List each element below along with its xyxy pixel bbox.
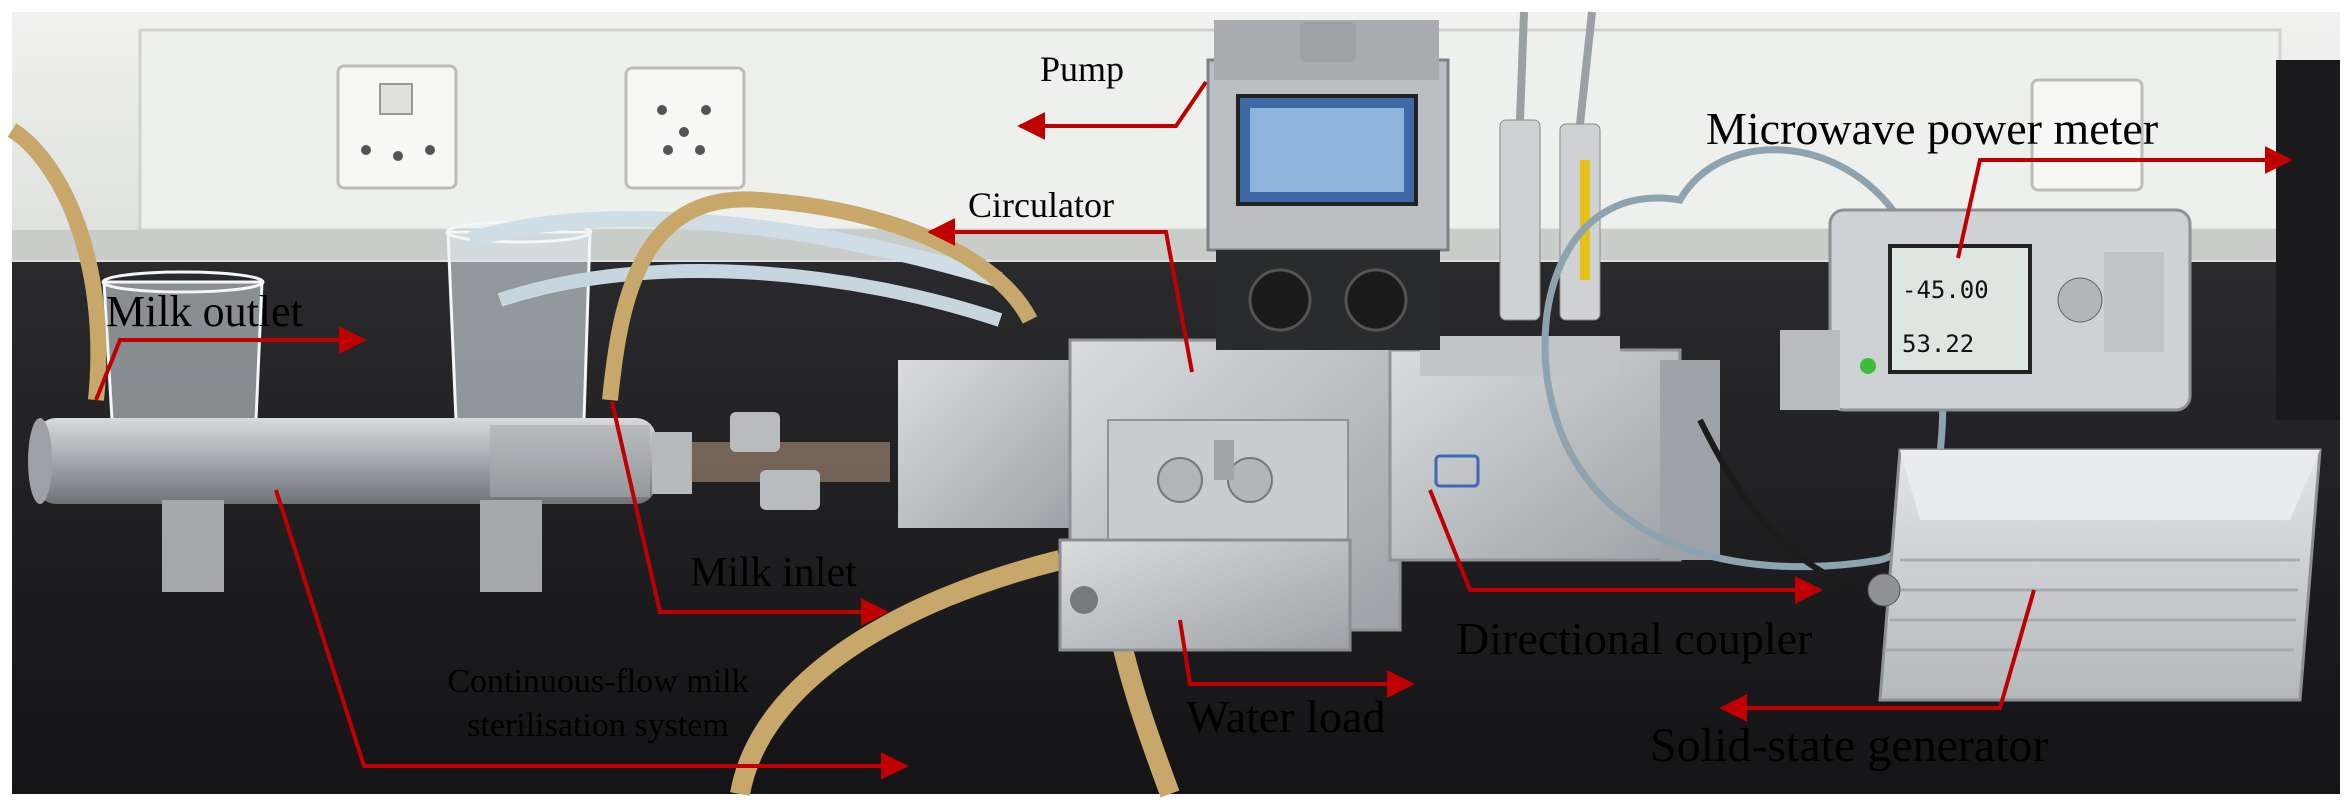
coax-cable xyxy=(1541,146,1947,571)
arrow-milk-inlet xyxy=(610,401,889,626)
laptop xyxy=(2276,60,2340,420)
label-water-load: Water load xyxy=(1186,691,1386,742)
peristaltic-pump xyxy=(1206,20,1450,350)
water-load xyxy=(1058,538,1352,652)
tube-stand-left xyxy=(162,500,224,592)
directional-coupler xyxy=(1388,336,1720,562)
silicone-tube-1 xyxy=(467,211,1003,288)
tube-stand-right xyxy=(480,500,542,592)
label-sterilisation-system: Continuous-flow milk sterilisation syste… xyxy=(408,660,788,748)
label-solid-state-generator: Solid-state generator xyxy=(1650,719,2049,772)
label-milk-inlet: Milk inlet xyxy=(690,550,857,596)
milk-outlet-tube xyxy=(7,123,107,401)
label-sterilisation-line1: Continuous-flow milk xyxy=(447,663,749,700)
label-pump: Pump xyxy=(1040,49,1125,89)
wall-socket-1 xyxy=(336,64,458,190)
arrow-pump xyxy=(1017,80,1208,140)
sterilisation-tube xyxy=(28,418,656,504)
power-sensor-1 xyxy=(1499,119,1541,321)
coax-connector-1 xyxy=(730,412,780,452)
beaker-right xyxy=(445,220,593,422)
meter-reading-bottom: 53.22 xyxy=(1902,330,1974,358)
arrow-water-load xyxy=(1178,619,1415,698)
meter-reading-top: -45.00 xyxy=(1902,276,1989,304)
milk-inlet-tube xyxy=(602,191,1038,401)
arrow-power-meter xyxy=(1956,146,2293,259)
arrow-milk-outlet xyxy=(94,326,367,401)
arrow-sterilisation-system xyxy=(274,489,909,780)
label-circulator: Circulator xyxy=(968,185,1114,225)
wall-socket-3 xyxy=(2030,78,2144,192)
label-milk-outlet: Milk outlet xyxy=(106,287,303,336)
arrow-circulator xyxy=(927,218,1194,373)
silicone-tube-2 xyxy=(497,264,1003,327)
coax-connector-2 xyxy=(760,470,820,510)
microwave-power-meter: -45.00 53.22 xyxy=(1780,208,2192,412)
water-load-tube-1 xyxy=(730,550,1063,796)
annotation-arrows xyxy=(94,80,2293,780)
arrow-solid-state-generator xyxy=(1719,589,2036,722)
label-microwave-power-meter: Microwave power meter xyxy=(1706,103,2159,154)
solid-state-generator xyxy=(1867,448,2322,702)
arrow-directional-coupler xyxy=(1428,489,1823,604)
wall-socket-2 xyxy=(624,66,746,190)
label-directional-coupler: Directional coupler xyxy=(1456,613,1813,664)
label-sterilisation-line2: sterilisation system xyxy=(467,707,729,745)
